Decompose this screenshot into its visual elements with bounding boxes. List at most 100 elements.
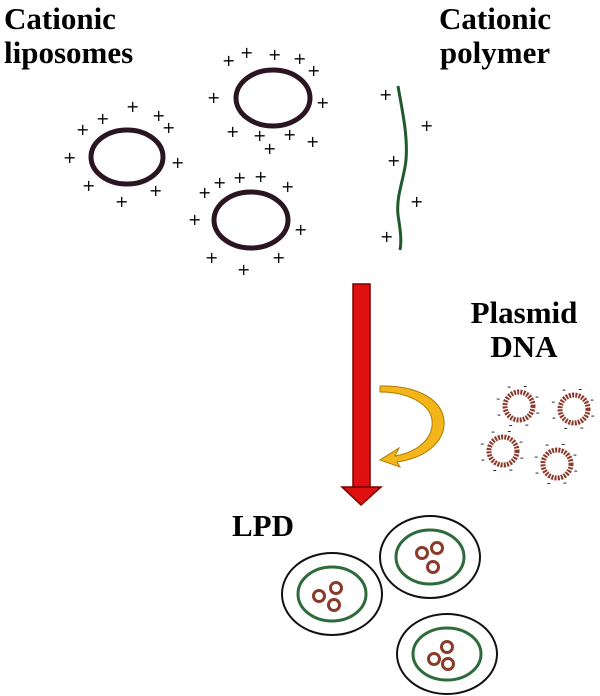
condensed-dna	[327, 598, 341, 612]
negative-charge: -	[481, 453, 485, 466]
plasmid-ring	[486, 434, 520, 468]
process-arrow-shaft	[352, 283, 371, 488]
plasmid-dna: --------	[534, 437, 577, 489]
positive-charge: +	[307, 61, 320, 80]
positive-charge: +	[76, 120, 89, 139]
condensed-dna	[426, 560, 440, 574]
positive-charge: +	[293, 49, 306, 68]
plasmid-dna-label: Plasmid DNA	[452, 296, 596, 364]
curved-arrow	[378, 385, 445, 468]
condensed-dna	[415, 546, 429, 560]
negative-charge: -	[591, 409, 595, 422]
positive-charge: +	[268, 45, 281, 64]
positive-charge: +	[96, 109, 109, 128]
positive-charge: +	[205, 248, 218, 267]
positive-charge: +	[213, 173, 226, 192]
positive-charge: +	[115, 192, 128, 211]
positive-charge: +	[283, 125, 296, 144]
condensed-dna	[430, 541, 444, 555]
negative-charge: -	[536, 406, 540, 419]
negative-charge: -	[552, 411, 556, 424]
lpd-particle	[396, 613, 498, 695]
positive-charge: +	[240, 43, 253, 62]
process-arrow	[340, 283, 383, 507]
negative-charge: -	[491, 425, 495, 438]
negative-charge: -	[547, 477, 551, 490]
positive-charge: +	[222, 51, 235, 70]
positive-charge: +	[171, 153, 184, 172]
plasmid-ring	[557, 392, 591, 426]
curved-arrow-body	[378, 385, 445, 468]
positive-charge: +	[263, 139, 276, 158]
positive-charge: +	[162, 118, 175, 137]
negative-charge: -	[573, 448, 577, 461]
liposome	[233, 67, 313, 129]
positive-charge: +	[306, 132, 319, 151]
negative-charge: -	[578, 382, 582, 395]
lpd-inner-membrane	[394, 528, 466, 586]
cationic-polymer-group: + + + + +	[379, 85, 433, 251]
lpd-particle	[281, 552, 383, 636]
negative-charge: -	[535, 466, 539, 479]
positive-charge: +	[237, 260, 250, 279]
negative-charge: -	[509, 463, 513, 476]
positive-charge: +	[226, 122, 239, 141]
negative-charge: -	[562, 383, 566, 396]
positive-charge: +	[380, 227, 393, 246]
lpd-particle	[379, 515, 481, 599]
negative-charge: -	[545, 438, 549, 451]
positive-charge: +	[254, 167, 267, 186]
cationic-polymer-label: Cationic polymer	[400, 2, 590, 70]
liposome	[211, 189, 291, 251]
negative-charge: -	[563, 476, 567, 489]
negative-charge: -	[523, 379, 527, 392]
polymer-strand	[396, 85, 408, 251]
plasmid-dna: --------	[496, 379, 539, 431]
lpd-label: LPD	[232, 508, 294, 543]
negative-charge: -	[497, 408, 501, 421]
cationic-liposomes-label-line: Cationic	[4, 1, 116, 36]
negative-charge: -	[561, 437, 565, 450]
positive-charge: +	[207, 88, 220, 107]
cationic-liposomes-group	[88, 67, 313, 251]
positive-charge: +	[281, 177, 294, 196]
process-arrow-head	[340, 486, 383, 507]
positive-charge: +	[316, 93, 329, 112]
positive-charge: +	[152, 106, 165, 125]
condensed-dna	[441, 657, 455, 671]
negative-charge: -	[564, 422, 568, 435]
positive-charge: +	[126, 97, 139, 116]
liposome	[88, 127, 166, 187]
negative-charge: -	[551, 395, 555, 408]
condensed-dna	[329, 581, 343, 595]
negative-charge: -	[580, 421, 584, 434]
positive-charge: +	[387, 151, 400, 170]
positive-charge: +	[379, 85, 392, 104]
negative-charge: -	[480, 437, 484, 450]
plasmid-ring	[540, 447, 574, 481]
negative-charge: -	[574, 464, 578, 477]
cationic-liposomes-label: Cationic liposomes	[4, 2, 133, 70]
positive-charge: +	[253, 126, 266, 145]
negative-charge: -	[519, 435, 523, 448]
positive-charge: +	[149, 181, 162, 200]
plasmid-dna: --------	[551, 382, 594, 434]
plasmid-dna-label-line: DNA	[490, 329, 558, 364]
condensed-dna	[312, 589, 326, 603]
lpd-particles-group	[281, 515, 498, 695]
positive-charge: +	[233, 168, 246, 187]
negative-charge: -	[496, 392, 500, 405]
condensed-dna	[427, 652, 441, 666]
positive-charge: +	[410, 192, 423, 211]
positive-charge: +	[82, 176, 95, 195]
plasmid-dna: --------	[480, 424, 523, 476]
negative-charge: -	[535, 390, 539, 403]
negative-charge: -	[507, 380, 511, 393]
plasmid-dna-label-line: Plasmid	[470, 295, 578, 330]
positive-charge: +	[294, 220, 307, 239]
negative-charge: -	[493, 464, 497, 477]
negative-charge: -	[534, 450, 538, 463]
positive-charge: +	[63, 148, 76, 167]
negative-charge: -	[590, 393, 594, 406]
